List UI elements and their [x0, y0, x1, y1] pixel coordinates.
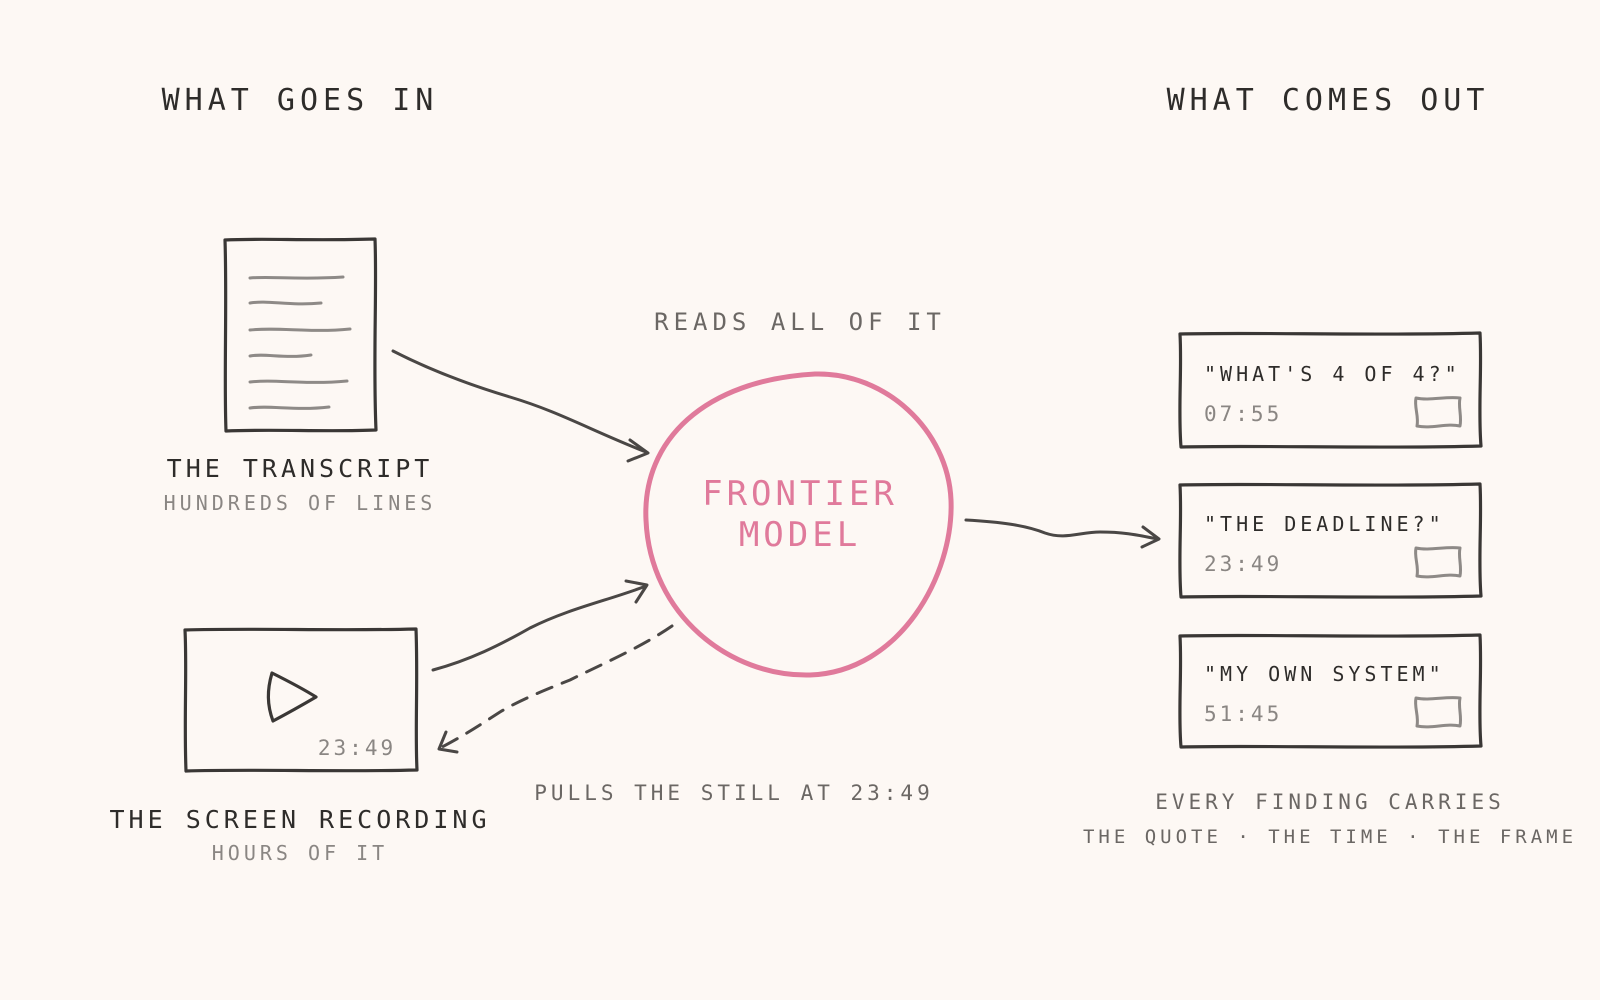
finding-time: 51:45 [1204, 702, 1282, 726]
footer-line-1: EVERY FINDING CARRIES [1155, 790, 1505, 814]
finding-card [1178, 633, 1483, 749]
model-to-outputs-arrow [964, 518, 1161, 549]
recording-subtitle: HOURS OF IT [212, 841, 388, 865]
video-recording-icon [183, 627, 419, 773]
frame-thumbnail-icon [1414, 396, 1463, 429]
inputs-heading: WHAT GOES IN [162, 83, 439, 118]
transcript-document-icon [223, 237, 378, 433]
outputs-heading: WHAT COMES OUT [1167, 83, 1490, 118]
finding-card [1178, 331, 1483, 449]
transcript-title: THE TRANSCRIPT [167, 454, 434, 483]
transcript-subtitle: HUNDREDS OF LINES [164, 491, 437, 515]
finding-quote: "MY OWN SYSTEM" [1204, 662, 1445, 686]
recording-title: THE SCREEN RECORDING [109, 805, 490, 834]
model-to-recording-dashed-arrow [437, 624, 674, 754]
finding-time: 23:49 [1204, 552, 1282, 576]
model-title-line2: MODEL [739, 515, 861, 555]
model-title-line1: FRONTIER [702, 474, 898, 514]
finding-time: 07:55 [1204, 402, 1282, 426]
frontier-model-circle [643, 371, 954, 678]
recording-to-model-arrow [431, 579, 649, 672]
finding-quote: "WHAT'S 4 OF 4?" [1204, 362, 1461, 386]
finding-card [1178, 482, 1483, 599]
frame-thumbnail-icon [1414, 546, 1463, 579]
reads-all-label: READS ALL OF IT [654, 308, 946, 336]
transcript-to-model-arrow [391, 349, 650, 463]
pulls-still-label: PULLS THE STILL AT 23:49 [534, 781, 933, 805]
footer-line-2: THE QUOTE · THE TIME · THE FRAME [1083, 826, 1577, 848]
recording-timestamp: 23:49 [318, 736, 396, 760]
frame-thumbnail-icon [1414, 696, 1463, 729]
finding-quote: "THE DEADLINE?" [1204, 512, 1445, 536]
